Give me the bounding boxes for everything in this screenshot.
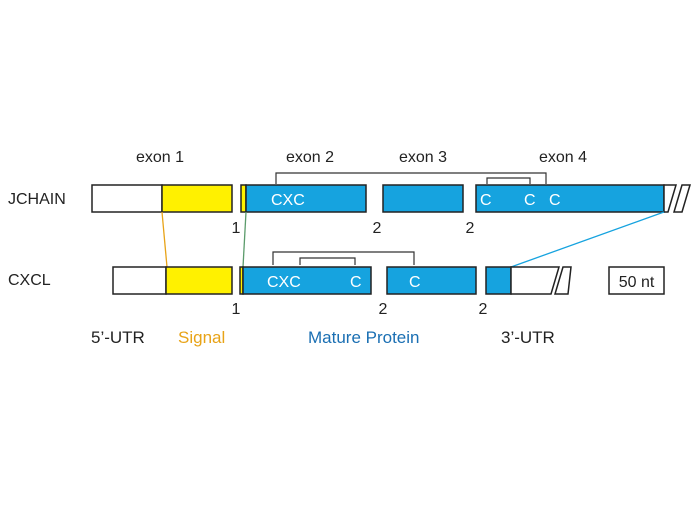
jchain-exon1-5utr: [91, 184, 163, 213]
jchain-exon2-mature: [245, 184, 367, 213]
legend-3utr: 3’-UTR: [501, 328, 555, 347]
cxcl-exon3-mature: [386, 266, 477, 295]
cxcl-exon2-mature: [242, 266, 372, 295]
exon-3-label: exon 3: [399, 149, 447, 166]
exon-1-label: exon 1: [136, 149, 184, 166]
scale-bar-box: [608, 266, 665, 295]
jchain-motif-c3: C: [549, 192, 561, 209]
jchain-motif-c2: C: [524, 192, 536, 209]
cxcl-disulfide-brackets: [272, 251, 415, 265]
jchain-motif-c1: C: [480, 192, 492, 209]
cxcl-exon4-mature: [485, 266, 512, 295]
cxcl-exon1-5utr: [112, 266, 167, 295]
legend-5utr: 5’-UTR: [91, 328, 145, 347]
jchain-exon1-signal: [161, 184, 233, 213]
cxcl-truncation-break: [553, 266, 572, 295]
signal-alignment-connector: [161, 211, 168, 268]
jchain-phase-3: 2: [466, 220, 475, 237]
cxcl-phase-3: 2: [479, 301, 488, 318]
legend-mature-protein: Mature Protein: [308, 328, 420, 347]
cxcl-phase-1: 1: [232, 301, 241, 318]
jchain-phase-1: 1: [232, 220, 241, 237]
cxcl-gene-track: CXC C C: [112, 266, 572, 295]
cxcl-exon1-signal: [165, 266, 233, 295]
gene-label-jchain: JCHAIN: [8, 191, 66, 208]
cxcl-motif-c1: C: [350, 274, 362, 291]
cxcl-motif-cxc: CXC: [267, 274, 301, 291]
jchain-gene-track: CXC C C C: [91, 184, 692, 213]
exon-4-label: exon 4: [539, 149, 587, 166]
jchain-motif-cxc: CXC: [271, 192, 305, 209]
jchain-exon4-mature: [475, 184, 665, 213]
jchain-disulfide-brackets: [275, 172, 547, 184]
jchain-truncation-break: [672, 184, 692, 213]
gene-label-cxcl: CXCL: [8, 272, 51, 289]
cxcl-exon4-3utr: [510, 266, 561, 295]
mature-start-alignment-connector: [242, 211, 247, 268]
cxcl-phase-2: 2: [379, 301, 388, 318]
scale-bar-label: 50 nt: [619, 274, 655, 291]
jchain-exon3-mature: [382, 184, 464, 213]
jchain-phase-2: 2: [373, 220, 382, 237]
mature-end-alignment-connector: [510, 211, 665, 268]
cxcl-motif-c2: C: [409, 274, 421, 291]
legend-signal: Signal: [178, 328, 225, 347]
jchain-exon4-3utr: [663, 184, 678, 213]
exon-2-label: exon 2: [286, 149, 334, 166]
